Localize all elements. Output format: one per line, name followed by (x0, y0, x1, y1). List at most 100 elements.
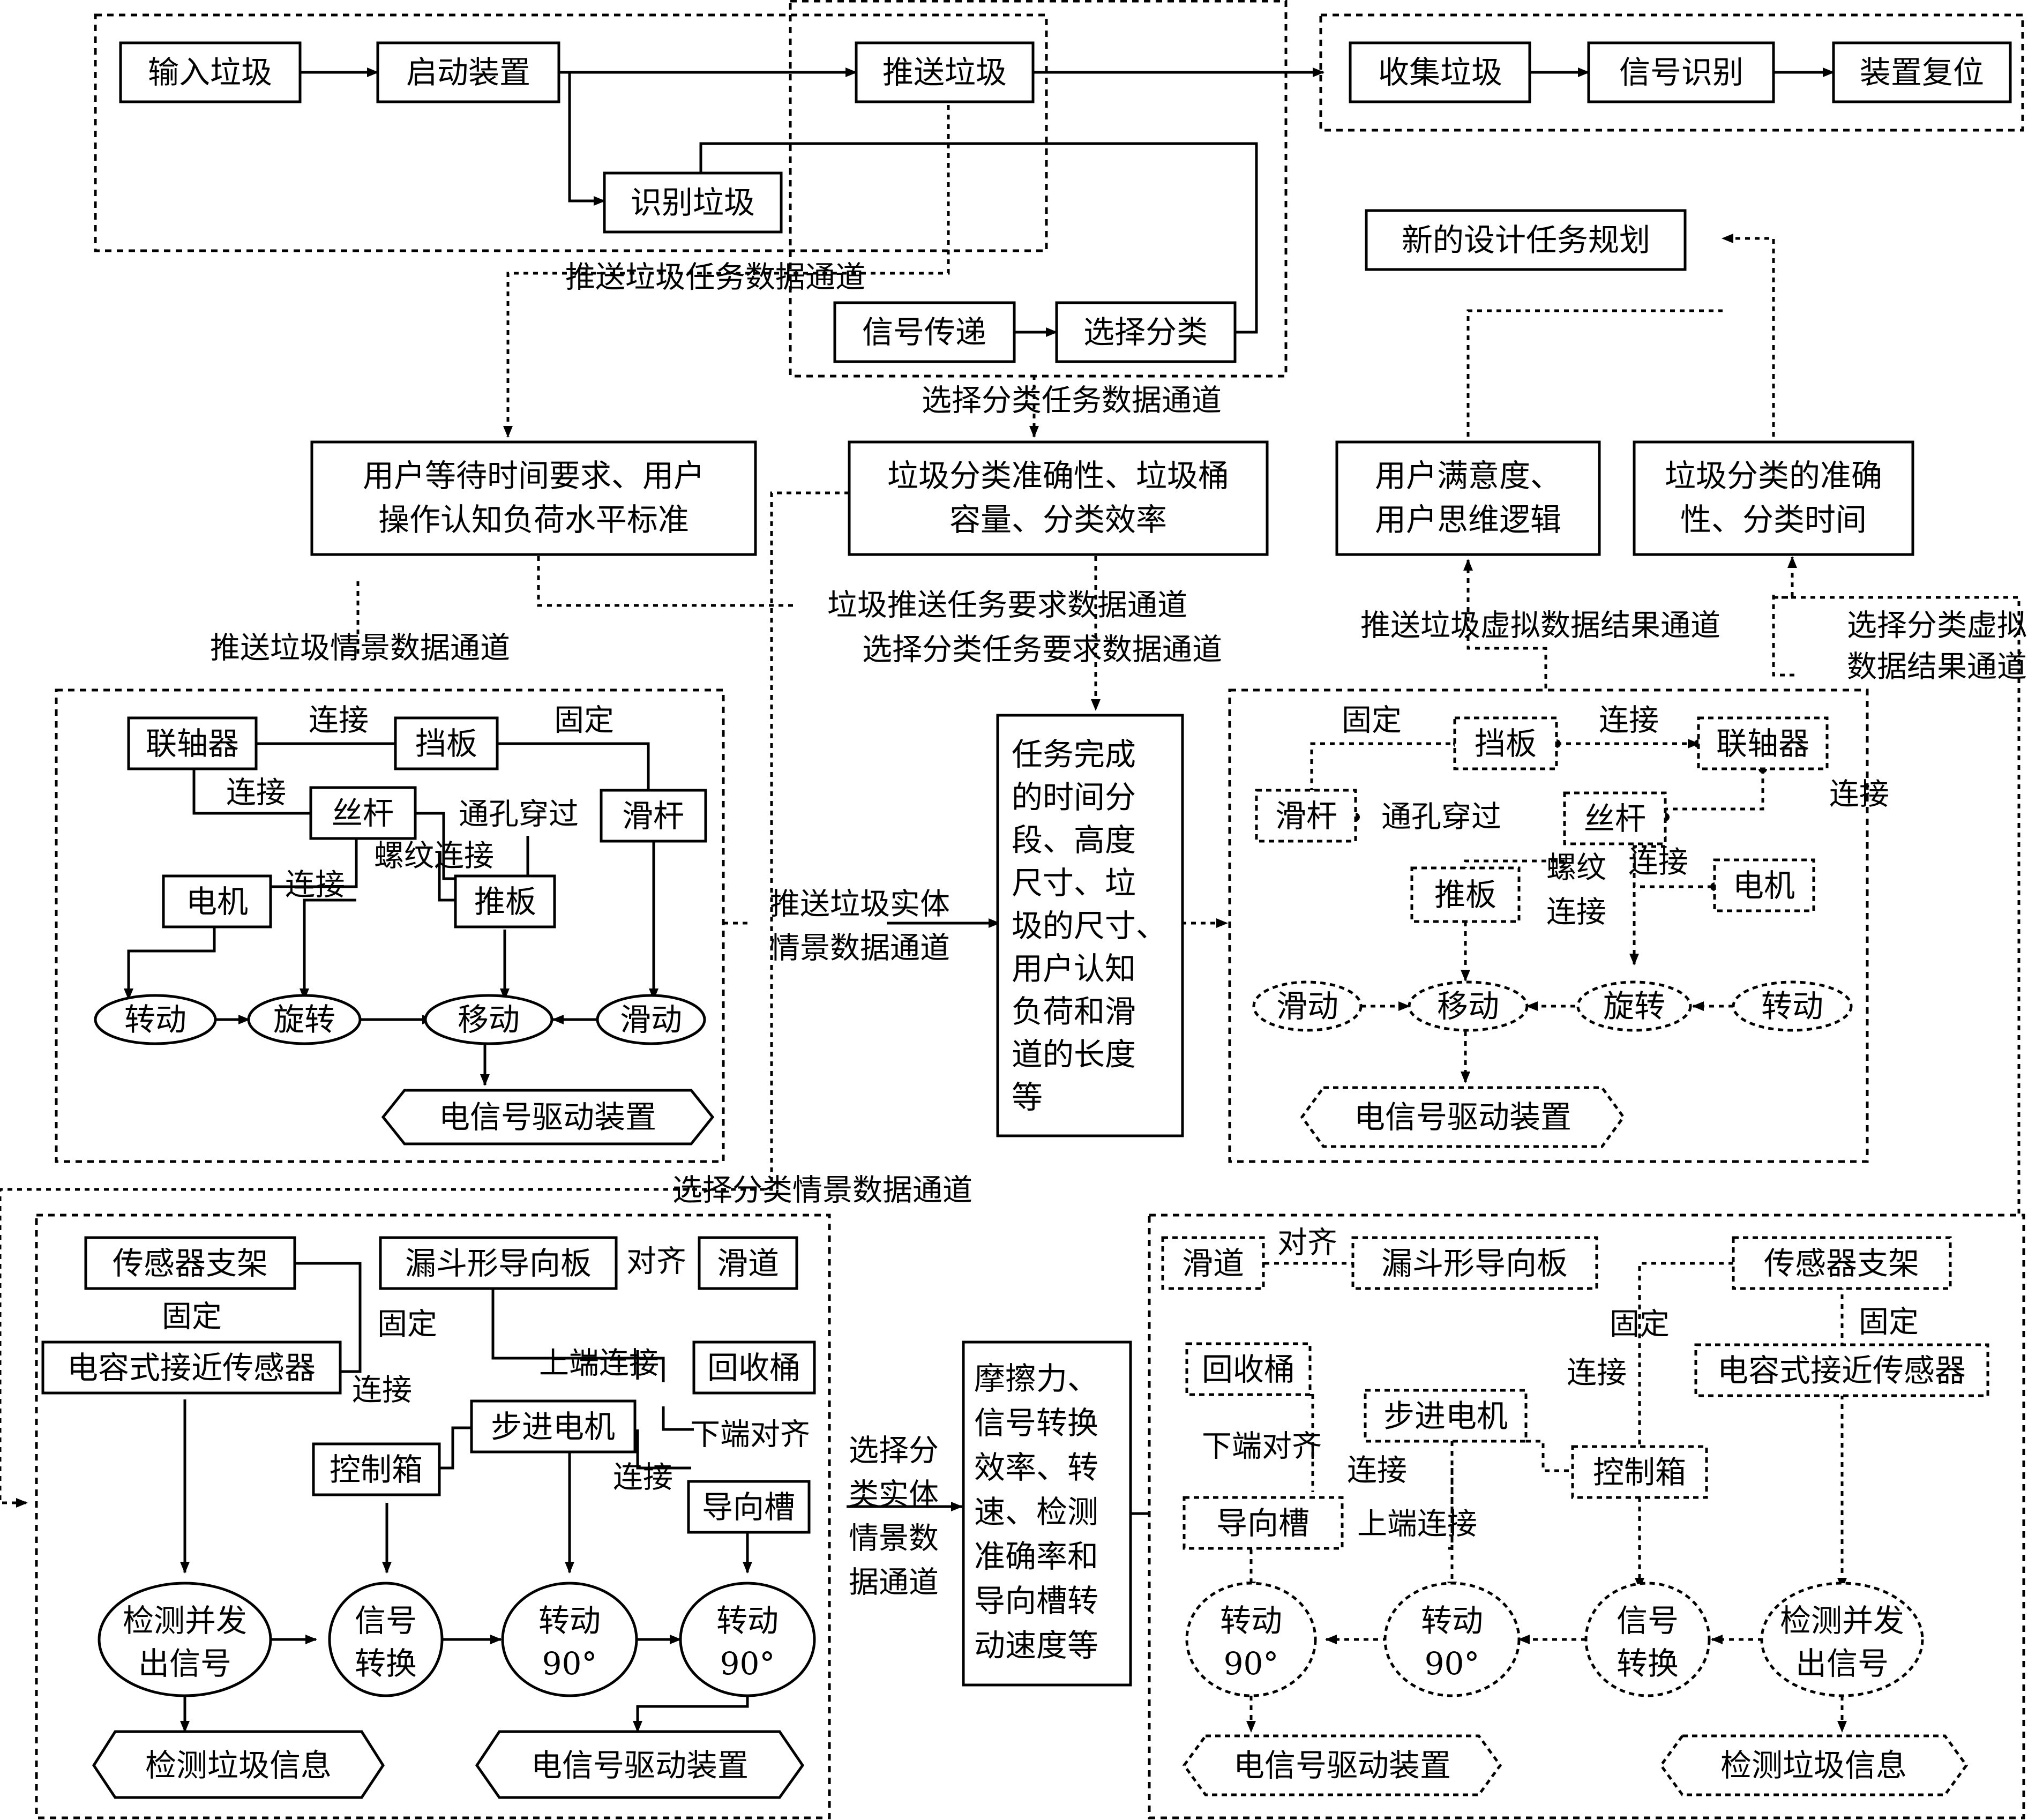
guide-label: 导向槽 (702, 1489, 795, 1525)
push-real-text: 联轴器 挡板 丝杆 滑杆 电机 推板 转动 旋转 移动 滑动 电信号驱动装置 (124, 725, 684, 1135)
virtual-move-label: 移动 (1437, 988, 1499, 1024)
task-complete-line: 任务完成 (1012, 736, 1136, 773)
group-frames (35, 0, 2025, 1819)
edge-hole-label: 通孔穿过 (459, 797, 579, 832)
solid-boxes (41, 41, 2012, 1687)
friction-line: 动速度等 (974, 1627, 1098, 1664)
virtual-motor-label: 电机 (1733, 867, 1795, 904)
slide-label: 滑动 (620, 1001, 682, 1038)
friction-line: 效率、转 (974, 1449, 1098, 1486)
friction-line: 速、检测 (974, 1494, 1098, 1530)
virtual-push-plate-label: 推板 (1434, 877, 1496, 913)
virtual-guide-label: 导向槽 (1216, 1505, 1309, 1541)
signal-recog-label: 信号识别 (1619, 54, 1743, 91)
virtual-rot2-line1: 转动 (1421, 1602, 1483, 1639)
virtual-detect-info-label: 检测垃圾信息 (1720, 1747, 1907, 1784)
frame-push-virtual (1228, 688, 1869, 1163)
driver-label: 电信号驱动装置 (439, 1099, 656, 1135)
virtual-rot2-line2: 90° (1425, 1645, 1480, 1682)
virtual-sensor-bracket-label: 传感器支架 (1764, 1245, 1919, 1282)
user-wait-line1: 用户等待时间要求、用户 (363, 458, 705, 494)
task-complete-line: 负荷和滑 (1012, 993, 1136, 1030)
edge-align-label: 对齐 (626, 1245, 686, 1279)
friction-line: 导向槽转 (974, 1583, 1098, 1619)
push-virtual-channel: 推送垃圾虚拟数据结果通道 (1360, 609, 1720, 643)
device-reset-label: 装置复位 (1860, 54, 1984, 91)
virtual-rot1-line2: 90° (1224, 1645, 1279, 1682)
spin-label: 旋转 (273, 1001, 335, 1038)
frame-sort-real (35, 1214, 831, 1819)
virtual-spin-label: 旋转 (1603, 988, 1665, 1024)
virtual-edge-fix-label: 固定 (1859, 1305, 1919, 1340)
sort-virtual-text: 滑道 漏斗形导向板 传感器支架 电容式接近传感器 回收桶 步进电机 控制箱 导向… (1182, 1245, 1966, 1784)
virtual-chute-label: 滑道 (1182, 1245, 1244, 1282)
edge-fix-label: 固定 (554, 703, 614, 738)
virtual-hexagons (1182, 1086, 1969, 1796)
virtual-stepper-label: 步进电机 (1383, 1398, 1508, 1434)
edge-connect-label: 连接 (285, 868, 345, 903)
sort-real-edge-labels: 对齐 固定 固定 上端连接 连接 下端对齐 连接 (162, 1245, 810, 1495)
detect-line2: 出信号 (138, 1645, 231, 1682)
push-real-edge-labels: 连接 固定 连接 通孔穿过 螺纹连接 连接 (226, 703, 614, 903)
edge-connect-label: 连接 (226, 776, 286, 811)
virtual-detect-line1: 检测并发 (1780, 1602, 1904, 1639)
rotate-label: 转动 (124, 1001, 186, 1038)
push-req-channel: 垃圾推送任务要求数据通道 (827, 588, 1187, 623)
friction-line: 摩擦力、 (974, 1360, 1098, 1397)
sort-virtual-channel-line2: 数据结果通道 (1847, 650, 2027, 685)
sort-label: 选择分类 (1083, 314, 1208, 350)
edge-connect-label: 连接 (352, 1373, 412, 1408)
virtual-edge-thread-label-2: 连接 (1546, 895, 1606, 930)
channel-labels: 推送垃圾任务数据通道 选择分类任务数据通道 垃圾推送任务要求数据通道 选择分类任… (210, 260, 2027, 1600)
virtual-edge-connect-label: 连接 (1829, 777, 1889, 812)
virtual-edge-top-label: 上端连接 (1357, 1507, 1477, 1542)
user-sat-line2: 用户思维逻辑 (1375, 501, 1561, 538)
sort-accuracy-line2: 容量、分类效率 (949, 501, 1167, 538)
screw-label: 丝杆 (332, 795, 394, 832)
virtual-baffle-label: 挡板 (1475, 725, 1537, 762)
virtual-funnel-label: 漏斗形导向板 (1381, 1245, 1568, 1282)
frame-push-real (55, 688, 725, 1163)
sort-entity-channel-line: 情景数 (849, 1522, 939, 1556)
identify-garbage-label: 识别垃圾 (631, 184, 755, 221)
friction-line: 信号转换 (974, 1405, 1098, 1441)
real-ellipses (94, 994, 816, 1697)
sort-virtual-edge-labels: 对齐 固定 固定 连接 下端对齐 连接 上端连接 (1202, 1226, 1919, 1542)
virtual-sig-conv-line2: 转换 (1617, 1645, 1679, 1682)
sort-driver-label: 电信号驱动装置 (531, 1747, 749, 1784)
sensor-bracket-label: 传感器支架 (113, 1245, 268, 1282)
task-complete-text: 任务完成 的时间分 段、高度 尺寸、垃 圾的尺寸、 用户认知 负荷和滑 道的长度… (974, 736, 1167, 1664)
virtual-bin-label: 回收桶 (1202, 1351, 1295, 1388)
sort-entity-channel-line: 据通道 (849, 1566, 939, 1600)
virtual-edge-hole-label: 通孔穿过 (1381, 800, 1501, 835)
virtual-edge-thread-label-1: 螺纹 (1546, 851, 1606, 886)
edge-connect-label: 连接 (613, 1461, 673, 1495)
push-task-channel: 推送垃圾任务数据通道 (565, 260, 865, 295)
bin-label: 回收桶 (707, 1350, 800, 1386)
sort-entity-channel-line: 类实体 (849, 1478, 939, 1512)
virtual-slide-label: 滑动 (1276, 988, 1338, 1024)
push-plate-label: 推板 (474, 883, 536, 920)
sort-scene-channel: 选择分类情景数据通道 (672, 1173, 972, 1208)
sort-real-text: 传感器支架 漏斗形导向板 滑道 电容式接近传感器 回收桶 步进电机 控制箱 导向… (67, 1245, 800, 1784)
edge-thread-label: 螺纹连接 (374, 839, 494, 874)
collect-garbage-label: 收集垃圾 (1378, 54, 1502, 91)
funnel-label: 漏斗形导向板 (405, 1245, 592, 1282)
virtual-edge-fix-label: 固定 (1610, 1307, 1670, 1342)
push-entity-channel-line2: 情景数据通道 (770, 931, 950, 966)
virtual-edge-connect-label: 连接 (1628, 845, 1688, 880)
task-complete-line: 道的长度 (1012, 1036, 1136, 1073)
virtual-edge-connect-label: 连接 (1567, 1356, 1627, 1391)
virtual-edge-bottom-label: 下端对齐 (1202, 1429, 1322, 1464)
user-wait-line2: 操作认知负荷水平标准 (378, 501, 689, 538)
edge-top-label: 上端连接 (539, 1346, 659, 1381)
virtual-ellipses (1185, 980, 1924, 1697)
virtual-screw-label: 丝杆 (1584, 800, 1646, 837)
task-complete-line: 用户认知 (1012, 950, 1136, 987)
push-entity-channel-line1: 推送垃圾实体 (770, 887, 950, 922)
rot2-line2: 90° (720, 1645, 775, 1682)
rot1-line1: 转动 (538, 1602, 601, 1639)
edge-fix-label: 固定 (162, 1300, 222, 1335)
virtual-ctrl-box-label: 控制箱 (1593, 1454, 1686, 1491)
